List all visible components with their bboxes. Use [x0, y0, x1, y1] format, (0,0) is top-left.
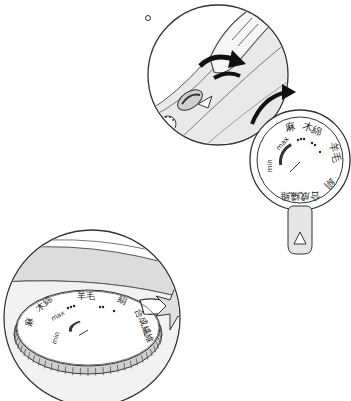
dial-outline [16, 290, 160, 366]
fabric-label: max [275, 136, 290, 152]
fabric-label: min [267, 159, 274, 172]
dial-rim [17, 291, 159, 365]
knurl-tick [57, 365, 59, 373]
knurl-tick [117, 365, 119, 373]
fabric-label: max [50, 310, 66, 323]
knurl-tick [51, 363, 52, 371]
knurl-tick [160, 334, 162, 340]
heat-dot [73, 305, 75, 307]
heat-dot [113, 310, 115, 312]
fabric-label: 絹 [116, 295, 128, 307]
dial-face-view [250, 84, 350, 254]
knurl-tick [72, 367, 73, 375]
fabric-label: 絹 [323, 177, 337, 191]
knurl-tick [33, 355, 34, 362]
knurl-tick [156, 342, 158, 349]
dial-rim [257, 117, 343, 203]
fabric-label: 羊毛 [77, 292, 95, 301]
knurl-tick [154, 345, 156, 352]
knurl-tick [16, 338, 18, 344]
marker-dot [146, 16, 151, 21]
fabric-label: min [51, 331, 60, 345]
knurl-tick [150, 349, 152, 356]
knurl-tick [102, 367, 103, 375]
heat-dot [67, 307, 69, 309]
fabric-label: 羊毛 [328, 141, 341, 162]
knurl-tick [28, 352, 30, 359]
knurl-tick [142, 355, 143, 362]
knurl-tick [80, 368, 81, 376]
heat-dot [102, 306, 104, 308]
knurl-tick [24, 349, 26, 356]
fabric-label: 麻 [284, 121, 296, 133]
knurl-tick [95, 368, 96, 376]
knurl-tick [45, 361, 46, 369]
knurl-tick [130, 361, 131, 369]
temperature-dial: 麻 木綿 羊毛 絹合成繊維 max min [16, 290, 160, 366]
knurl-tick [18, 342, 20, 349]
dial-pointer [290, 162, 300, 172]
fabric-label: 合成繊維 [134, 308, 155, 345]
dial-pointer [79, 330, 88, 335]
heat-dot [300, 138, 302, 140]
knurl-tick [88, 368, 89, 376]
knurl-tick [124, 363, 125, 371]
temperature-dial: 麻木綿羊毛絹合成繊維 maxmin [256, 116, 344, 204]
knurl-tick [20, 345, 22, 352]
fabric-label: 木綿 [34, 295, 54, 313]
setting-wedge [69, 321, 81, 332]
heat-dot [70, 306, 72, 308]
knurl-tick [146, 352, 148, 359]
heat-dot [314, 144, 316, 146]
iron-dial-view [0, 230, 200, 401]
knurl-tick [38, 358, 39, 365]
heat-dot [311, 142, 313, 144]
knurl-tick [110, 366, 112, 374]
heat-dot [99, 306, 101, 308]
knurl-tick [136, 358, 137, 365]
fabric-label: 合成繊維 [280, 191, 320, 201]
knurl-tick [158, 338, 160, 344]
heat-dot [319, 151, 321, 153]
heat-dot [303, 138, 305, 140]
fabric-label: 木綿 [301, 121, 323, 138]
knurl-tick [65, 366, 67, 374]
heat-dot [297, 139, 299, 141]
fabric-label: 麻 [24, 316, 35, 327]
